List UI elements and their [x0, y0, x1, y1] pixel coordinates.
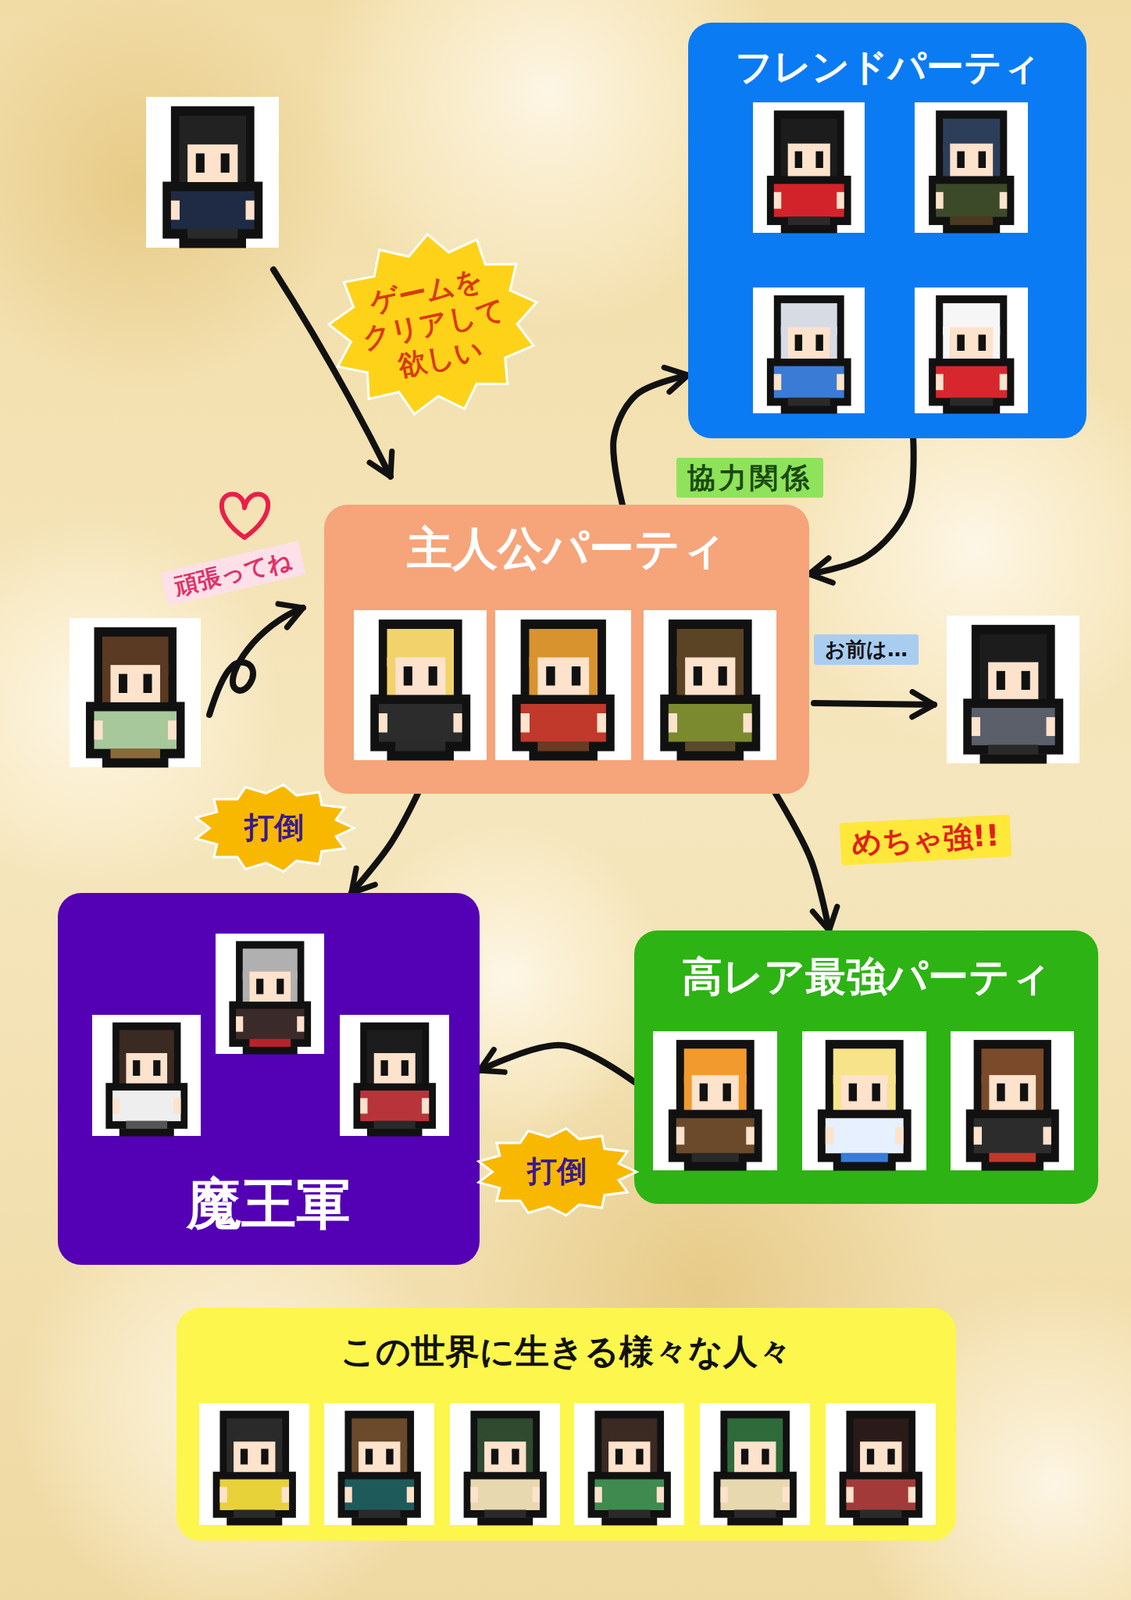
relation-arrow — [775, 793, 829, 931]
character-sprite — [69, 617, 201, 768]
label-text: 協力関係 — [687, 460, 813, 495]
party-box: フレンドパーティ — [688, 22, 1087, 439]
character-sprite — [574, 1402, 685, 1526]
character-sprite — [643, 610, 777, 761]
label-text: 打倒 — [498, 1153, 616, 1190]
heart-symbol — [221, 493, 268, 538]
character-sprite — [946, 615, 1080, 764]
label-text: お前は… — [824, 637, 908, 662]
party-title: 魔王軍 — [186, 1170, 351, 1237]
character-sprite — [914, 287, 1028, 414]
relation-arrow — [809, 438, 914, 575]
party-title: 高レア最強パーティ — [681, 952, 1052, 1001]
character-sprite — [215, 933, 325, 1055]
character-sprite — [449, 1402, 561, 1526]
party-title: この世界に生きる様々な人々 — [340, 1330, 793, 1373]
character-sprite — [495, 610, 632, 761]
character-sprite — [199, 1402, 310, 1526]
character-sprite — [752, 287, 865, 414]
edge-label: 協力関係 — [676, 457, 824, 498]
party-box: 主人公パーティ — [324, 504, 810, 794]
leader-arrow — [813, 702, 935, 705]
people-band: この世界に生きる様々な人々 — [176, 1307, 957, 1541]
party-box: 魔王軍 — [57, 892, 480, 1265]
character-sprite — [92, 1014, 201, 1137]
label-text: めちゃ強!! — [850, 817, 1001, 861]
label-text: 打倒 — [215, 809, 333, 846]
character-sprite — [652, 1031, 778, 1171]
character-sprite — [825, 1402, 936, 1526]
party-title: 主人公パーティ — [406, 521, 727, 577]
character-sprite — [699, 1402, 810, 1526]
character-sprite — [950, 1031, 1074, 1171]
character-sprite — [914, 102, 1028, 234]
relation-arrow — [479, 1045, 635, 1082]
character-sprite — [752, 102, 865, 234]
speech-note: お前は… — [813, 634, 919, 665]
character-sprite — [324, 1402, 435, 1526]
character-sprite — [353, 610, 487, 761]
party-box: 高レア最強パーティ — [634, 930, 1099, 1204]
edge-label: めちゃ強!! — [839, 813, 1012, 865]
party-title: フレンドパーティ — [734, 44, 1041, 90]
leader-arrow — [209, 607, 304, 715]
character-sprite — [339, 1014, 450, 1137]
edge-label: 打倒 — [476, 1127, 637, 1216]
relation-arrow — [351, 793, 418, 893]
character-sprite — [802, 1031, 927, 1171]
character-sprite — [146, 96, 279, 249]
edge-label: 打倒 — [193, 784, 354, 872]
